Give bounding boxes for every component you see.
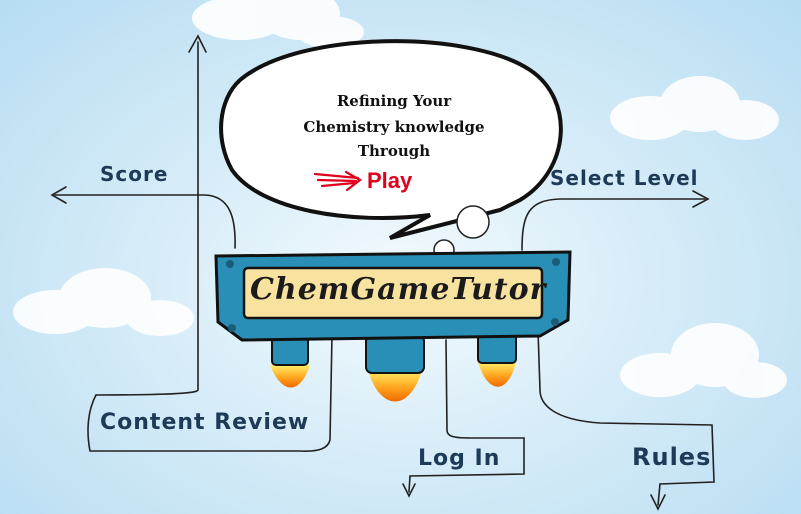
log-in-button[interactable]: Log In: [418, 446, 501, 471]
tagline-line-1: Refining Your: [336, 92, 452, 110]
select-level-button[interactable]: Select Level: [550, 166, 699, 190]
sign-panel: [242, 266, 544, 320]
score-arrow: [54, 194, 236, 249]
rules-path: [537, 329, 715, 506]
tagline-line-3: Through: [357, 142, 431, 160]
log-in-path: [408, 339, 525, 493]
play-arrow-icon: [313, 170, 362, 192]
bubble-dot-large: [456, 205, 490, 239]
rules-button[interactable]: Rules: [632, 443, 712, 471]
cloud-right: [610, 76, 779, 140]
content-review-path: [87, 334, 333, 452]
score-button[interactable]: Score: [100, 162, 169, 186]
cloud-top: [192, 0, 364, 48]
content-review-button[interactable]: Content Review: [100, 410, 310, 435]
up-arrow: [95, 41, 199, 396]
select-level-arrow: [521, 198, 706, 251]
cloud-left: [13, 268, 194, 336]
speech-bubble: [219, 39, 563, 240]
cloud-bottom-right: [620, 323, 787, 398]
play-button[interactable]: Play: [367, 168, 413, 193]
game-logo-title: ChemGameTutor: [250, 272, 547, 307]
jet-thrusters: [270, 332, 517, 402]
tagline-line-2: Chemistry knowledge: [303, 118, 485, 136]
